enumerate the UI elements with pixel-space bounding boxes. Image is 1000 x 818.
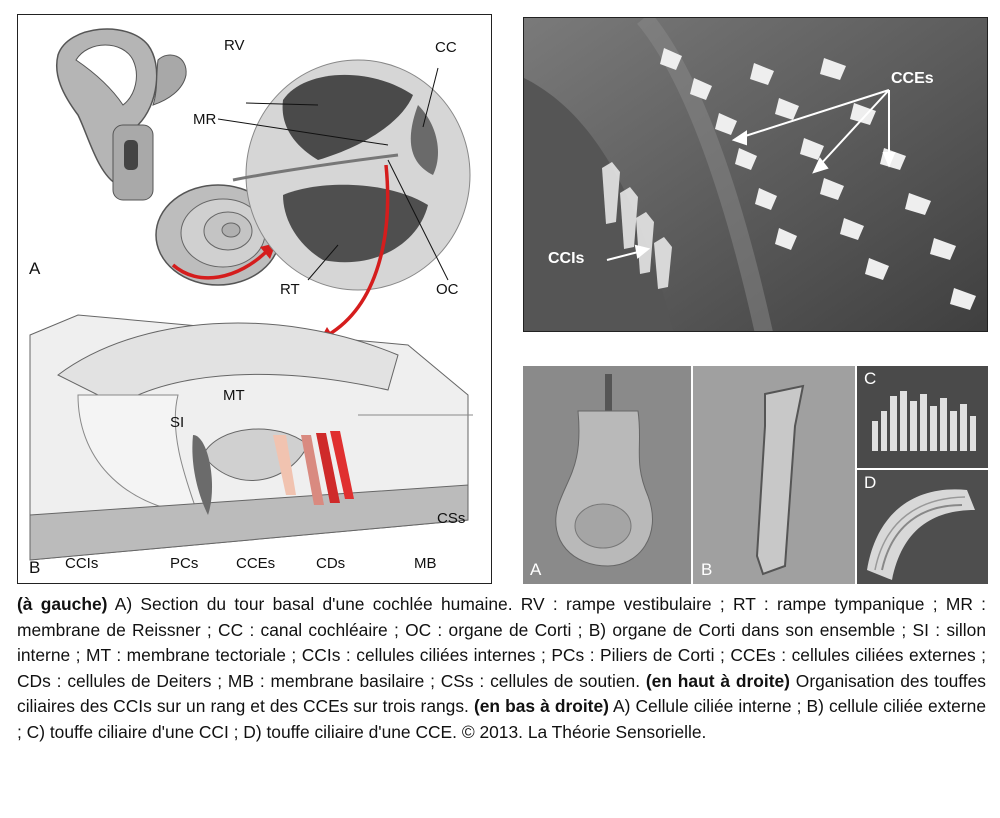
micrograph-label-d: D: [864, 473, 877, 492]
label-cces: CCEs: [236, 555, 276, 572]
outer-hair-cell-micrograph: B: [693, 366, 855, 584]
cochlear-section-drawing: [217, 59, 471, 291]
caption-text-bottom-right: A) Cellule ciliée interne ; B) cellule c…: [17, 696, 986, 742]
red-arrow-2: [327, 164, 390, 337]
label-mt: MT: [223, 387, 245, 404]
figure-caption: (à gauche) A) Section du tour basal d'un…: [17, 592, 986, 746]
cochlea-illustration: [29, 28, 473, 561]
label-mr: MR: [193, 111, 217, 128]
micrograph-label-c: C: [864, 369, 877, 388]
label-rv: RV: [224, 37, 245, 54]
label-oc: OC: [436, 281, 459, 298]
sem-hair-bundles-panel: CCEs CCIs: [523, 17, 988, 332]
hair-cell-micrographs: A B C D: [523, 366, 988, 584]
label-b: B: [29, 558, 41, 577]
label-ccis: CCIs: [65, 555, 99, 572]
sem-label-cces: CCEs: [891, 70, 934, 87]
micrograph-label-a: A: [530, 560, 542, 579]
outer-hair-bundle-micrograph: D: [857, 470, 988, 584]
inner-hair-bundle-micrograph: C: [857, 366, 988, 468]
caption-text-top-right: Organisation des touffes ciliaires des C…: [17, 670, 986, 717]
micrograph-label-b: B: [701, 560, 713, 579]
organ-of-corti-drawing: [29, 314, 473, 561]
red-arrow-1: [171, 248, 270, 280]
sem-hair-bundles-image: [524, 18, 987, 331]
label-cc: CC: [435, 39, 457, 56]
inner-ear-drawing: [56, 28, 281, 286]
label-rt: RT: [280, 281, 300, 298]
label-a: A: [29, 259, 41, 278]
label-mb: MB: [414, 555, 437, 572]
label-pcs: PCs: [170, 555, 199, 572]
caption-heading-bottom-right: (en bas à droite): [473, 696, 609, 717]
caption-heading-top-right: (en haut à droite): [645, 670, 790, 691]
cochlea-illustration-panel: A B RV CC MR RT OC MT SI CCIs PCs CCEs C…: [17, 14, 492, 584]
caption-heading-left: (à gauche): [17, 594, 108, 614]
inner-hair-cell-micrograph: A: [523, 366, 691, 584]
label-css: CSs: [437, 510, 466, 527]
caption-text-left: A) Section du tour basal d'une cochlée h…: [17, 594, 986, 691]
sem-label-ccis: CCIs: [548, 250, 585, 267]
label-cds: CDs: [316, 555, 346, 572]
label-si: SI: [170, 414, 185, 431]
